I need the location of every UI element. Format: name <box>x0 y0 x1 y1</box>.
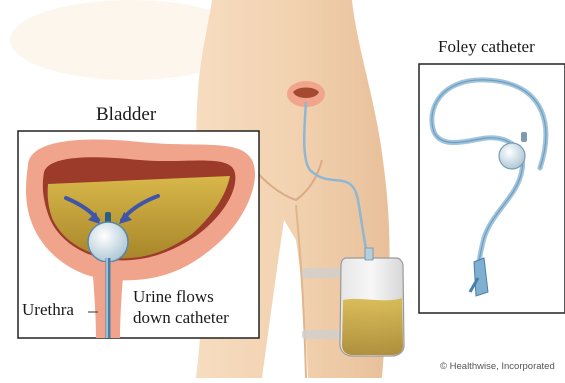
urine-flow-label: Urine flows down catheter <box>133 286 229 328</box>
drainage-bag-port <box>365 248 373 260</box>
foley-inset <box>419 64 565 313</box>
drainage-bag-urine <box>342 298 403 355</box>
urine-flow-label-line2: down catheter <box>133 307 229 328</box>
foley-balloon <box>499 143 525 169</box>
foley-tip <box>521 132 527 142</box>
urine-flow-label-line1: Urine flows <box>133 286 229 307</box>
foley-inset-frame <box>419 64 565 313</box>
catheter-balloon <box>88 222 128 262</box>
urethra-label: Urethra <box>22 300 74 320</box>
foley-catheter-label: Foley catheter <box>438 37 535 57</box>
bladder-label: Bladder <box>96 104 156 126</box>
copyright-credit: © Healthwise, Incorporated <box>440 361 555 372</box>
